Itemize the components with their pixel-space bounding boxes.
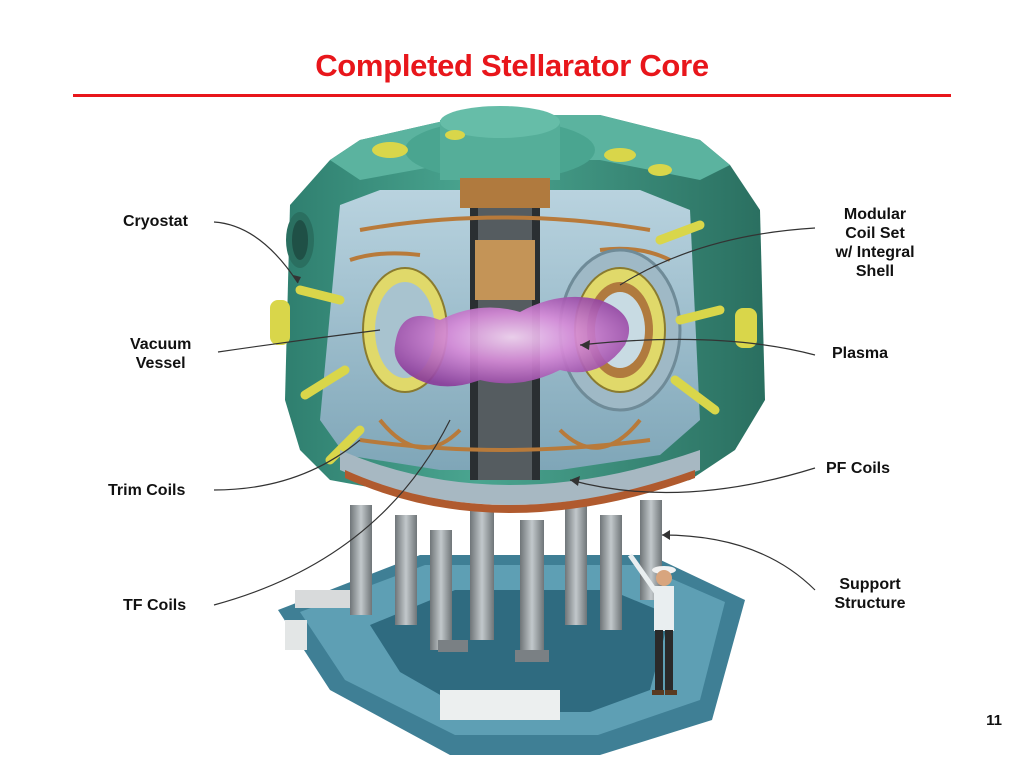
leader-trim-coils [213,439,361,491]
leader-pf-coils [569,467,816,494]
slide-title: Completed Stellarator Core [315,48,709,83]
leader-cryostat [213,221,299,284]
support-columns [350,500,662,662]
label-vacuum-vessel: Vacuum Vessel [130,336,192,372]
label-pf-coils: PF Coils [826,460,891,477]
radial-struts [295,220,725,465]
leader-support-structure [661,534,816,591]
label-cryostat: Cryostat [123,213,188,230]
leader-lines [213,221,816,606]
leader-tf-coils [213,419,451,606]
label-trim-coils: Trim Coils [108,482,186,499]
person-figure [627,553,677,695]
support-base [278,555,745,755]
leader-arrowheads [293,275,670,540]
leader-modular-coil [619,227,816,286]
leader-plasma [579,338,816,356]
label-tf-coils: TF Coils [123,597,187,614]
page-number: 11 [986,712,1002,729]
label-modular-coil-set: Modular Coil Set w/ Integral Shell [835,206,915,280]
title-rule [73,94,951,97]
pf-coil-ring [340,450,700,513]
plasma-body [394,296,630,387]
label-plasma: Plasma [832,345,889,362]
modular-coils [349,215,671,452]
leader-vacuum-vessel [217,329,381,353]
label-support-structure: Support Structure [834,576,906,612]
